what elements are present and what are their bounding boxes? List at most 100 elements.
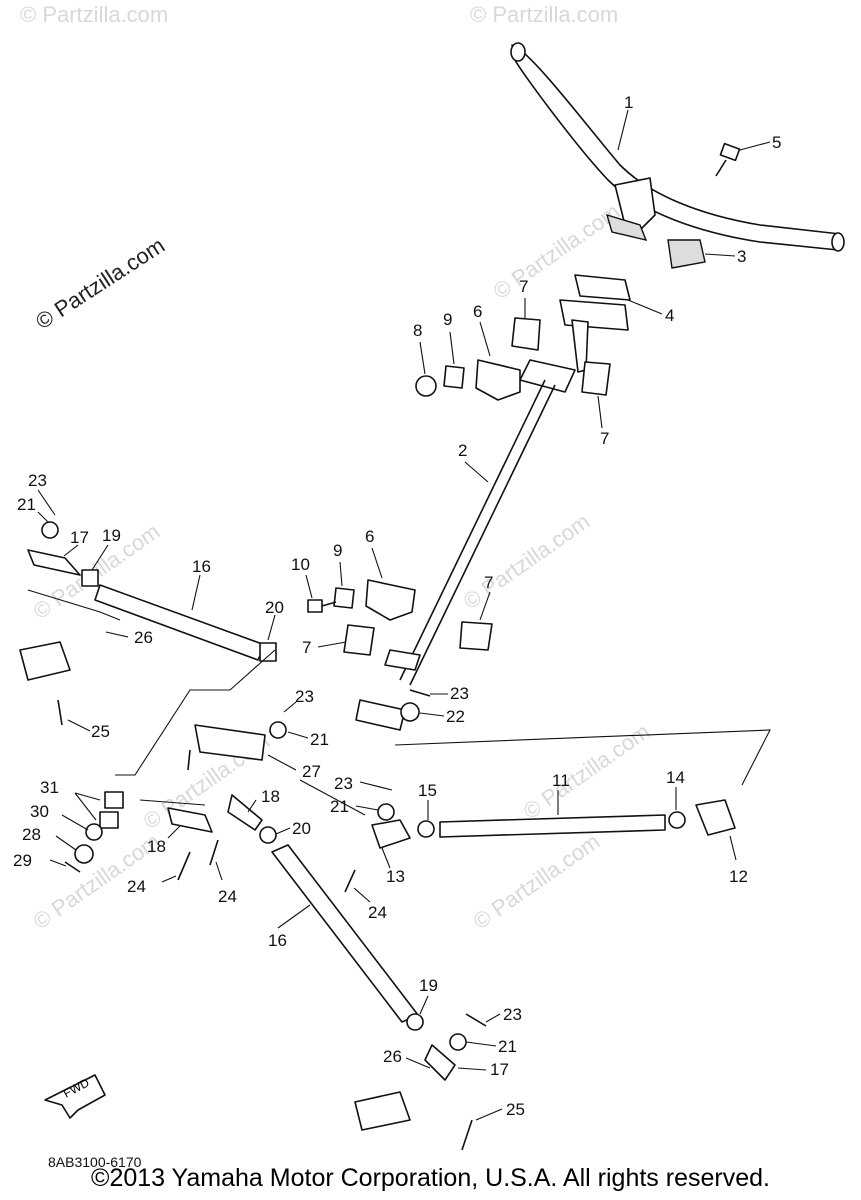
linkage-line-column [394, 729, 771, 786]
linkage-line-rodend [139, 799, 206, 806]
washer-30 [85, 823, 103, 841]
callout-5: 5 [772, 133, 781, 152]
callout-16-lower: 16 [268, 931, 287, 950]
callout-17-upper: 17 [70, 528, 89, 547]
relay-arm-27 [194, 724, 266, 761]
watermark-partzilla: © Partzilla.com [31, 232, 169, 334]
steering-column [355, 319, 589, 731]
callout-8: 8 [413, 321, 422, 340]
callout-7-upper-right: 7 [600, 429, 609, 448]
relay-arm-stud [187, 749, 191, 771]
rod-end-13 [371, 819, 411, 849]
handlebar-bolt [715, 142, 741, 177]
tie-rod-11 [439, 814, 666, 838]
column-holder-upper [475, 359, 521, 401]
bushing-lower-right [459, 621, 493, 651]
nut-22 [400, 702, 420, 722]
callout-3: 3 [737, 247, 746, 266]
callout-26-upper: 26 [134, 628, 153, 647]
clip-9-upper [443, 365, 465, 389]
nut-21-lower [449, 1033, 467, 1051]
linkage-line-relay [299, 779, 366, 816]
callout-19-lower: 19 [419, 976, 438, 995]
callout-10: 10 [291, 555, 310, 574]
callout-18-left: 18 [147, 837, 166, 856]
copyright-notice: ©2013 Yamaha Motor Corporation, U.S.A. A… [91, 1164, 770, 1192]
leader-lines [37, 109, 771, 1121]
callout-16-upper: 16 [192, 557, 211, 576]
handlebar [510, 42, 845, 252]
callout-1: 1 [624, 93, 633, 112]
fwd-arrow-icon: FWD [44, 1074, 106, 1119]
callout-26-lower: 26 [383, 1047, 402, 1066]
watermark-right-mid: © Partzilla.com [459, 509, 595, 615]
nut-8 [415, 375, 437, 397]
bolt-24-left [177, 851, 191, 881]
callout-30: 30 [30, 802, 49, 821]
nut-21-relay [269, 721, 287, 739]
locknut-19-lower [406, 1013, 424, 1031]
callout-7-upper-left: 7 [519, 277, 528, 296]
nut-21-mid [377, 803, 395, 821]
cotter-pin-23-column [409, 689, 431, 697]
locknut-14 [668, 811, 686, 829]
callout-9-upper: 9 [443, 310, 452, 329]
callout-28: 28 [22, 825, 41, 844]
callout-12: 12 [729, 867, 748, 886]
bushing-upper-left [511, 317, 541, 351]
callout-31: 31 [40, 778, 59, 797]
callout-6-lower: 6 [365, 527, 374, 546]
nut-28 [74, 844, 94, 864]
callout-23-lower: 23 [503, 1005, 522, 1024]
rod-end-18-left [167, 807, 213, 833]
callout-6-upper: 6 [473, 302, 482, 321]
callout-22: 22 [446, 707, 465, 726]
cotter-pin-23-lower [465, 1013, 487, 1027]
linkage-line-upper [115, 649, 276, 776]
bolt-25-upper [57, 699, 63, 726]
rod-end-18-right [227, 794, 263, 831]
column-holder-lower [365, 579, 416, 621]
bolt-24-middle [209, 839, 219, 866]
callout-21-lower: 21 [498, 1037, 517, 1056]
callout-24-left: 24 [127, 877, 146, 896]
callout-11: 11 [552, 771, 570, 790]
rod-end-17-lower [424, 1044, 456, 1081]
callout-21-mid: 21 [330, 797, 349, 816]
clip-9-lower [333, 587, 355, 609]
callout-13: 13 [386, 867, 405, 886]
callout-24-middle: 24 [218, 887, 237, 906]
callout-24-right: 24 [368, 903, 387, 922]
knuckle-left [19, 641, 71, 681]
callout-20-upper: 20 [265, 598, 284, 617]
bushing-31-lower [99, 811, 119, 829]
callout-21-relay: 21 [310, 730, 329, 749]
callout-17-lower: 17 [490, 1060, 509, 1079]
callout-14: 14 [666, 768, 685, 787]
upper-handlebar-holder [667, 239, 706, 269]
bolt-10 [307, 599, 337, 613]
callout-23-mid: 23 [334, 774, 353, 793]
watermark-right-low: © Partzilla.com [519, 719, 655, 825]
callout-23-relay: 23 [295, 687, 314, 706]
linkage-line-knuckle [27, 589, 121, 621]
steering-parts-diagram: © Partzilla.com © Partzilla.com © Partzi… [13, 2, 845, 1151]
locknut-19-upper [81, 569, 99, 587]
callout-23-column: 23 [450, 684, 469, 703]
watermark-top-left: © Partzilla.com [20, 2, 168, 27]
callout-23-upper: 23 [28, 471, 47, 490]
bushing-upper-right [581, 361, 611, 396]
callout-25-upper: 25 [91, 722, 110, 741]
callout-25-lower: 25 [506, 1100, 525, 1119]
locknut-15 [417, 820, 435, 838]
locknut-20-lower [259, 826, 277, 844]
rod-end-17-upper [27, 549, 81, 576]
callout-18-right: 18 [261, 787, 280, 806]
callout-15: 15 [418, 781, 437, 800]
callout-19-upper: 19 [102, 526, 121, 545]
nut-21-upper [41, 521, 59, 539]
bolt-25-lower [461, 1119, 473, 1151]
rod-end-12 [695, 799, 736, 836]
callout-21-upper: 21 [17, 495, 36, 514]
